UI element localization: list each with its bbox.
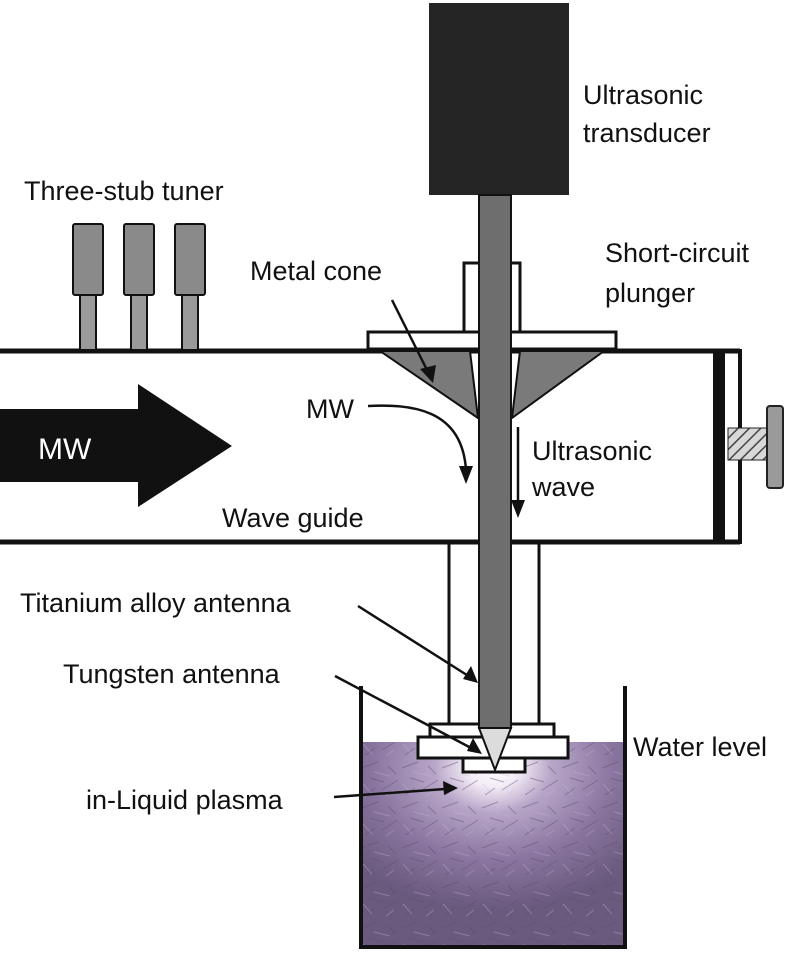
leader-arrowheads bbox=[420, 365, 525, 795]
beaker-wall bbox=[359, 686, 627, 949]
metal-cone-leader bbox=[390, 299, 430, 373]
label-ultrasonic-transducer-1: Ultrasonic bbox=[583, 80, 703, 110]
label-metal-cone: Metal cone bbox=[250, 256, 382, 286]
stub-2 bbox=[123, 223, 155, 351]
stub-1 bbox=[72, 223, 104, 351]
label-mw-flow: MW bbox=[306, 394, 354, 424]
mw-flow-leader bbox=[367, 404, 468, 471]
label-ultrasonic-wave-1: Ultrasonic bbox=[532, 436, 652, 466]
label-wave-guide: Wave guide bbox=[222, 503, 364, 533]
metal-cone bbox=[376, 350, 608, 421]
beaker bbox=[359, 686, 627, 949]
short-circuit-plunger bbox=[713, 353, 784, 540]
label-ultrasonic-transducer-2: transducer bbox=[583, 118, 711, 148]
plunger-plate bbox=[713, 353, 725, 540]
label-in-liquid-plasma: in-Liquid plasma bbox=[86, 785, 284, 815]
label-three-stub-tuner: Three-stub tuner bbox=[24, 176, 224, 206]
plunger-knob bbox=[766, 405, 784, 489]
mw-arrow bbox=[0, 384, 232, 507]
titanium-alloy-antenna bbox=[478, 194, 512, 729]
label-short-circuit-plunger-1: Short-circuit bbox=[605, 238, 750, 268]
label-tungsten-antenna: Tungsten antenna bbox=[63, 659, 281, 689]
label-titanium-alloy-antenna: Titanium alloy antenna bbox=[20, 588, 292, 618]
titanium-antenna-leader bbox=[357, 604, 471, 679]
ultrasonic-transducer bbox=[429, 3, 569, 195]
tungsten-antenna-tip bbox=[477, 727, 513, 773]
antenna-housing bbox=[447, 542, 541, 724]
leader-lines bbox=[333, 299, 520, 799]
label-ultrasonic-wave-2: wave bbox=[531, 472, 595, 502]
plunger-screw bbox=[727, 427, 773, 461]
label-water-level: Water level bbox=[633, 732, 767, 762]
mw-arrow-label: MW bbox=[38, 433, 92, 466]
label-short-circuit-plunger-2: plunger bbox=[605, 278, 695, 308]
liquid-texture bbox=[362, 742, 624, 947]
plasma-leader bbox=[333, 787, 446, 799]
tungsten-antenna-leader bbox=[334, 674, 474, 751]
three-stub-tuner bbox=[72, 223, 206, 351]
stub-3 bbox=[174, 223, 206, 351]
